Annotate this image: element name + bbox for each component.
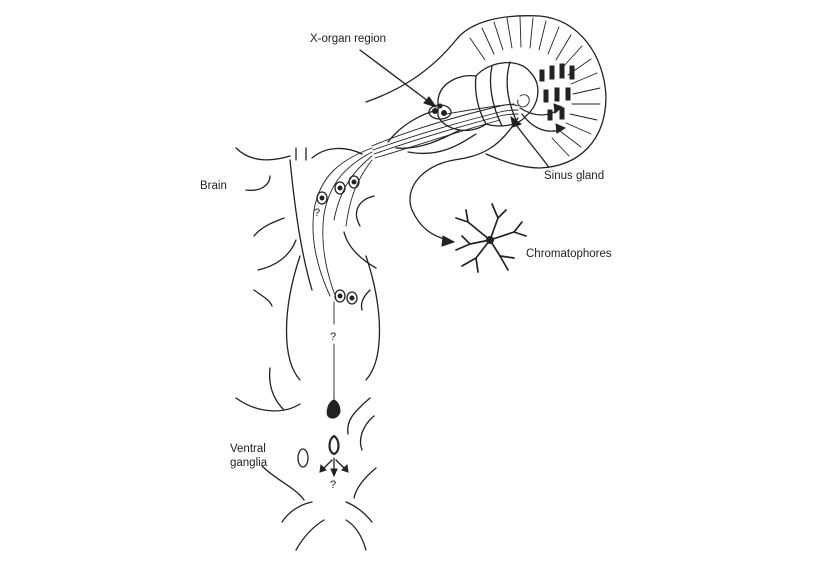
sinus-gland-arrow xyxy=(510,115,549,167)
label-ventral: Ventral xyxy=(230,443,266,455)
label-sinus-gland: Sinus gland xyxy=(544,170,604,182)
ventral-ganglia xyxy=(235,367,377,551)
release-arrows xyxy=(519,103,567,134)
question-mark-brain: ? xyxy=(314,207,320,219)
brain xyxy=(235,147,377,311)
x-organ-arrow xyxy=(359,49,438,108)
connectives xyxy=(285,255,381,401)
eyestalk xyxy=(365,15,607,169)
chromatophore xyxy=(455,203,527,273)
hormone-pathway-arrow xyxy=(409,117,519,247)
question-mark-ganglia: ? xyxy=(330,479,336,491)
label-brain: Brain xyxy=(200,180,227,192)
label-ganglia: ganglia xyxy=(230,457,268,469)
question-mark-connective: ? xyxy=(330,331,336,343)
label-chromatophores: Chromatophores xyxy=(526,248,612,260)
label-x-organ-region: X-organ region xyxy=(310,33,386,45)
